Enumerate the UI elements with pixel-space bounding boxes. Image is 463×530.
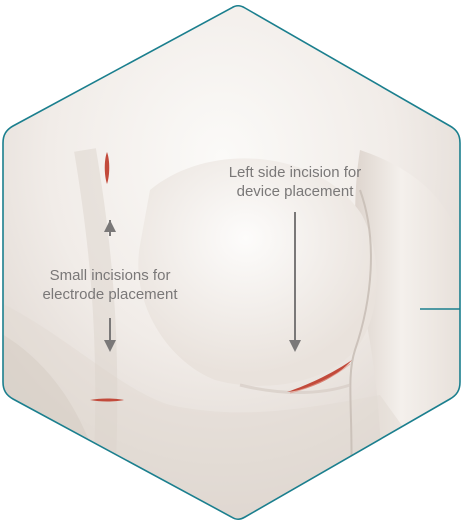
electrode-label-line1: Small incisions for	[50, 267, 171, 284]
device-label-line2: device placement	[237, 183, 355, 200]
electrode-label-line2: electrode placement	[42, 286, 178, 303]
device-label-line1: Left side incision for	[229, 164, 362, 181]
